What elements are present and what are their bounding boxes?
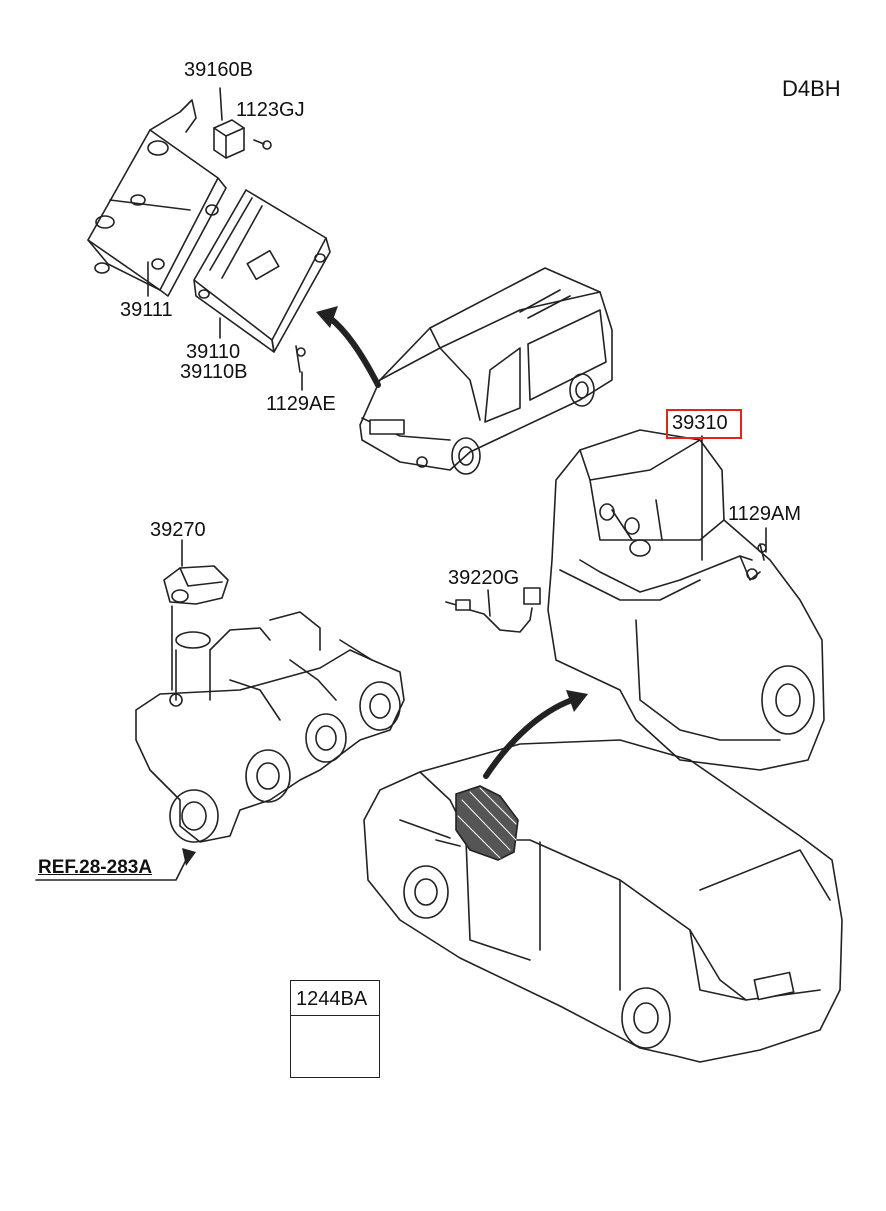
highlight-crank-sensor[interactable] — [666, 409, 742, 439]
arrow-to-engine — [483, 697, 575, 779]
label-temp-sensor[interactable]: 39220G — [448, 567, 520, 589]
label-crank-sensor[interactable]: 39310 — [672, 412, 728, 434]
ref-leader — [35, 859, 187, 881]
arrow-to-ecu — [327, 315, 381, 388]
label-intake-ref[interactable]: REF.28-283A — [38, 857, 153, 878]
crank-bolt[interactable] — [757, 543, 767, 561]
relay-screw[interactable] — [253, 139, 272, 150]
engine-location-hatch — [455, 785, 519, 861]
van-front-view — [359, 267, 613, 475]
relay[interactable] — [213, 87, 245, 159]
ecu-bracket[interactable] — [87, 99, 227, 297]
label-screw-legend[interactable]: 1244BA — [296, 988, 368, 1010]
legend-box — [290, 980, 380, 1078]
label-crank-bolt[interactable]: 1129AM — [728, 503, 802, 525]
van-rear-view — [363, 739, 843, 1063]
intake-manifold — [135, 611, 405, 843]
legend-divider — [291, 1015, 379, 1016]
temp-sensor[interactable] — [445, 587, 541, 633]
label-ecu[interactable]: 39110 — [186, 341, 241, 363]
model-code: D4BH — [782, 76, 841, 101]
label-relay-screw[interactable]: 1123GJ — [236, 99, 305, 121]
label-relay[interactable]: 39160B — [184, 59, 253, 81]
label-ecu-bolt[interactable]: 1129AE — [266, 393, 336, 415]
map-sensor[interactable] — [163, 539, 229, 691]
engine-block — [547, 429, 825, 771]
label-ecu-bracket[interactable]: 39111 — [120, 299, 173, 321]
ecu-bolt[interactable] — [295, 345, 306, 391]
label-map-sensor[interactable]: 39270 — [150, 519, 206, 541]
label-ecu-alt[interactable]: 39110B — [180, 361, 248, 383]
ecu-module[interactable] — [193, 189, 331, 353]
